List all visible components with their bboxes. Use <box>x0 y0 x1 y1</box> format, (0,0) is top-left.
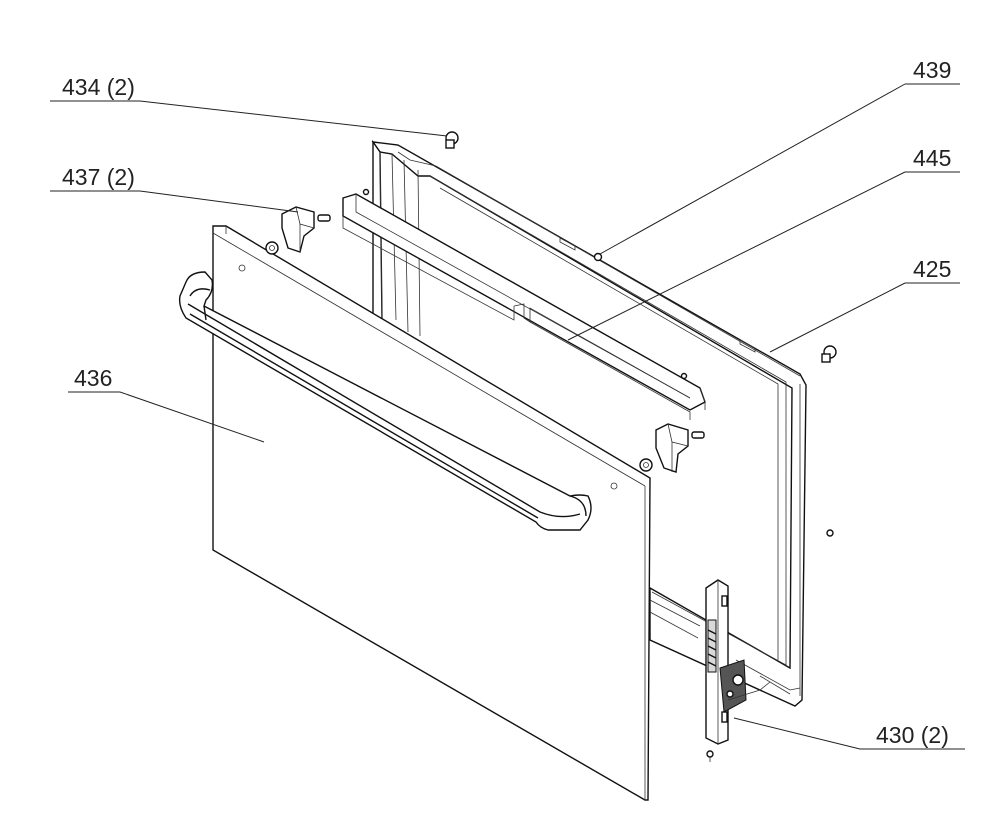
callout-425: 425 <box>913 256 951 282</box>
callout-445: 445 <box>913 145 951 171</box>
screw-top-left <box>445 131 459 149</box>
screw-top-rail <box>593 252 603 262</box>
small-screw-2 <box>680 372 688 380</box>
callout-labels: 434 (2) 437 (2) 436 439 445 425 430 (2) <box>62 57 951 748</box>
hinge-bracket-top <box>265 206 331 255</box>
leader-lines <box>50 83 965 750</box>
door-handle <box>178 271 592 531</box>
callout-439: 439 <box>913 57 951 83</box>
hinge-assembly <box>705 579 771 745</box>
callout-436: 436 <box>74 365 112 391</box>
screw-right <box>821 345 837 363</box>
callout-437: 437 (2) <box>62 164 135 190</box>
small-screw-4 <box>706 750 714 762</box>
hinge-bracket-bottom <box>639 423 705 473</box>
cross-rail-bracket <box>342 193 706 420</box>
small-screw-3 <box>826 529 834 537</box>
small-screw-1 <box>362 188 370 196</box>
callout-430: 430 (2) <box>876 722 949 748</box>
callout-434: 434 (2) <box>62 74 135 100</box>
